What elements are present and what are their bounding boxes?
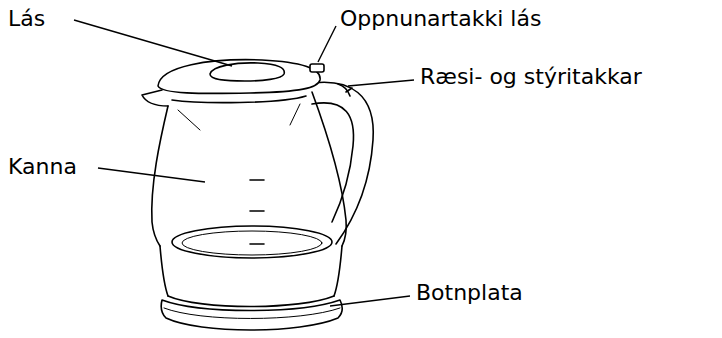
leader-line — [318, 26, 336, 62]
part-label: Oppnunartakki lás — [340, 6, 541, 32]
part-label: Ræsi- og stýritakkar — [420, 64, 642, 90]
part-label: Botnplata — [416, 280, 523, 306]
base-plate-line — [164, 308, 340, 319]
leader-line — [74, 20, 232, 66]
leader-line — [98, 168, 205, 182]
lid-open-button — [310, 64, 324, 72]
base-plate — [161, 300, 342, 330]
inner-plate — [172, 226, 332, 258]
lid — [158, 60, 320, 94]
level-marks — [250, 180, 264, 244]
base-band — [160, 246, 342, 296]
base-band-seam — [168, 296, 334, 307]
spout — [142, 90, 168, 106]
handle-inner — [312, 103, 354, 222]
jug-rim — [172, 96, 306, 103]
jug-right-side — [312, 92, 346, 246]
inner-plate-ring — [182, 231, 322, 255]
lid-lock — [210, 63, 284, 81]
glass-reflection — [178, 104, 300, 130]
part-label: Kanna — [8, 154, 77, 180]
part-label: Lás — [8, 6, 45, 32]
leader-line — [330, 296, 410, 306]
leader-line — [348, 80, 414, 86]
handle-outer — [305, 82, 373, 244]
control-button — [346, 88, 352, 92]
